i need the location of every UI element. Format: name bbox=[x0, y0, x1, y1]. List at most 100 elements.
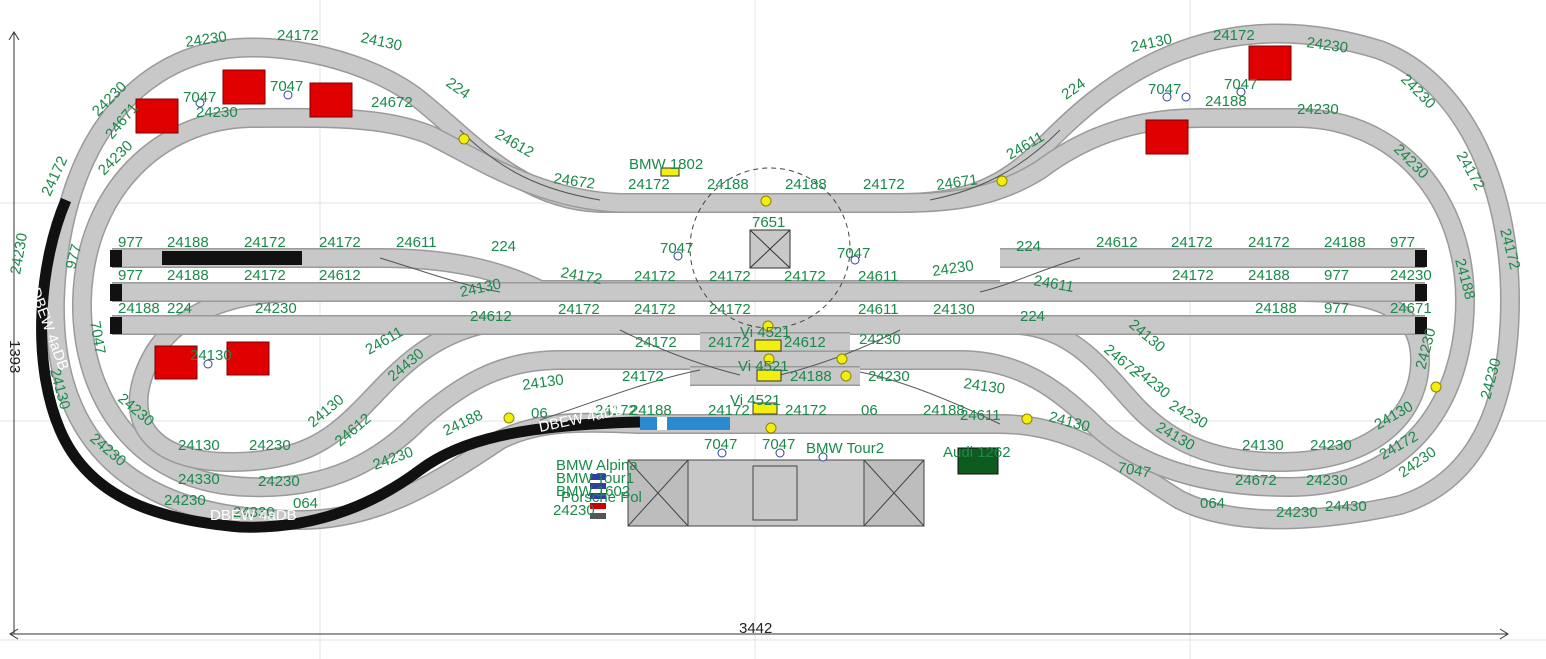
label: 7047 bbox=[660, 240, 693, 257]
label: 7651 bbox=[752, 214, 785, 231]
label: 24172 bbox=[784, 268, 826, 285]
building bbox=[309, 82, 353, 118]
label: 7047 bbox=[270, 78, 303, 95]
signal bbox=[458, 133, 470, 145]
label: 24188 bbox=[1248, 267, 1290, 284]
label: 24612 bbox=[784, 334, 826, 351]
label: 24130 bbox=[190, 347, 232, 364]
label: 064 bbox=[293, 495, 318, 512]
label: 24172 bbox=[1172, 267, 1214, 284]
label: 24230 bbox=[1306, 472, 1348, 489]
label: 977 bbox=[1390, 234, 1415, 251]
label: 24172 bbox=[244, 267, 286, 284]
label: 24172 bbox=[634, 301, 676, 318]
label: 224 bbox=[491, 238, 516, 255]
label: 24130 bbox=[521, 371, 565, 394]
label: 24671 bbox=[1390, 300, 1432, 317]
label: 24130 bbox=[933, 301, 975, 318]
train-consist bbox=[36, 197, 730, 533]
label: BMW Tour1 bbox=[556, 470, 634, 487]
label: Audi 1262 bbox=[943, 444, 1011, 461]
label: 24672 bbox=[371, 94, 413, 111]
label: 24230 bbox=[164, 492, 206, 509]
label: 24671 bbox=[935, 171, 979, 194]
bumpers bbox=[110, 250, 1427, 334]
label: 24672 bbox=[552, 170, 596, 193]
signal bbox=[1021, 413, 1033, 425]
cars bbox=[590, 167, 680, 519]
track-yard bbox=[112, 248, 1425, 386]
signal bbox=[763, 353, 775, 365]
signal bbox=[765, 422, 777, 434]
signal bbox=[840, 370, 852, 382]
label: 24172 bbox=[708, 402, 750, 419]
building bbox=[222, 69, 266, 105]
label: 24130 bbox=[359, 29, 403, 54]
label: 24172 bbox=[244, 234, 286, 251]
label: 24230 bbox=[249, 437, 291, 454]
label: 24230 bbox=[1297, 101, 1339, 118]
building bbox=[1248, 45, 1292, 81]
label: BMW 1602 bbox=[556, 483, 630, 500]
label: 24188 bbox=[923, 402, 965, 419]
label: 977 bbox=[1324, 300, 1349, 317]
label: 24230 bbox=[1305, 34, 1349, 57]
signal bbox=[503, 412, 515, 424]
building bbox=[226, 341, 270, 376]
label: 24230 bbox=[1310, 437, 1352, 454]
label: 24188 bbox=[167, 267, 209, 284]
label: 24611 bbox=[858, 268, 899, 285]
label: 24611 bbox=[396, 234, 437, 251]
label: 24172 bbox=[595, 402, 637, 419]
yard-train bbox=[162, 251, 302, 265]
label: Vi 4521 bbox=[738, 358, 789, 375]
label: 24172 bbox=[628, 176, 670, 193]
label: 24188 bbox=[167, 234, 209, 251]
label: 977 bbox=[62, 242, 85, 271]
label: 7047 bbox=[762, 436, 795, 453]
label: 24172 bbox=[622, 368, 664, 385]
label: 24188 bbox=[790, 368, 832, 385]
label: 7047 bbox=[837, 245, 870, 262]
label: 24188 bbox=[1324, 234, 1366, 251]
label: 24130 bbox=[1242, 437, 1284, 454]
label: 24172 bbox=[1248, 234, 1290, 251]
label: 24188 bbox=[785, 176, 827, 193]
label: 24330 bbox=[178, 471, 220, 488]
label: 06 bbox=[861, 402, 878, 419]
label: 7047 bbox=[183, 89, 216, 106]
track-middle-loop bbox=[71, 107, 1475, 498]
turnouts bbox=[379, 129, 1081, 425]
label: 224 bbox=[443, 74, 473, 102]
label: Porsche Pol bbox=[561, 489, 642, 506]
label: 24172 bbox=[709, 268, 751, 285]
label: 24230 bbox=[553, 502, 595, 519]
label: 24172 bbox=[863, 176, 905, 193]
label: 24230 bbox=[258, 473, 300, 490]
label: 977 bbox=[118, 267, 143, 284]
label: 24188 bbox=[707, 176, 749, 193]
signal bbox=[1430, 381, 1442, 393]
label: 24230 bbox=[7, 232, 31, 276]
label: 06 bbox=[531, 405, 548, 422]
label: 24172 bbox=[635, 334, 677, 351]
label: 24188 bbox=[1255, 300, 1297, 317]
label: 24612 bbox=[319, 267, 361, 284]
audi-car bbox=[957, 447, 999, 475]
label: 24172 bbox=[559, 264, 603, 288]
signal bbox=[760, 195, 772, 207]
label: 7047 bbox=[1224, 76, 1257, 93]
label: 24230 bbox=[184, 28, 228, 51]
label: 24188 bbox=[441, 407, 486, 440]
label: 24230 bbox=[255, 300, 297, 317]
label: 24188 bbox=[630, 402, 672, 419]
label: 24172 bbox=[708, 334, 750, 351]
label: 7047 bbox=[704, 436, 737, 453]
label: 24130 bbox=[962, 375, 1006, 398]
label: BMW Tour2 bbox=[806, 440, 884, 457]
signal bbox=[996, 175, 1008, 187]
lamps bbox=[195, 87, 1246, 462]
label: 24172 bbox=[785, 402, 827, 419]
label: 24172 bbox=[709, 301, 751, 318]
